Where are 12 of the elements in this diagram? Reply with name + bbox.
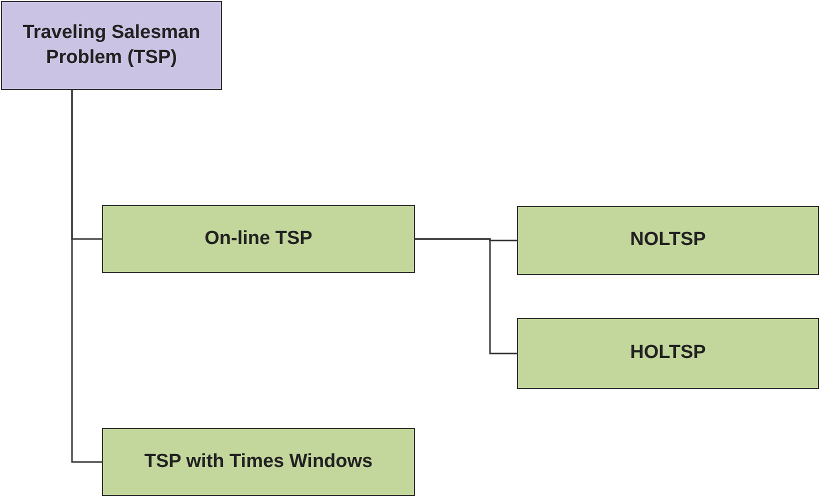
- node-label: NOLTSP: [630, 228, 706, 252]
- process-box: [517, 318, 819, 389]
- connector-line: [415, 238, 517, 354]
- process-box: [102, 205, 415, 273]
- process-box: [102, 428, 415, 496]
- process-box: [517, 206, 819, 275]
- connector-line: [71, 90, 102, 463]
- node-label: On-line TSP: [204, 226, 312, 251]
- node-label: HOLTSP: [630, 341, 706, 366]
- node-label: TSP with Times Windows: [144, 450, 373, 474]
- root-box: [1, 1, 222, 90]
- node-label: Traveling Salesman Problem (TSP): [22, 20, 202, 70]
